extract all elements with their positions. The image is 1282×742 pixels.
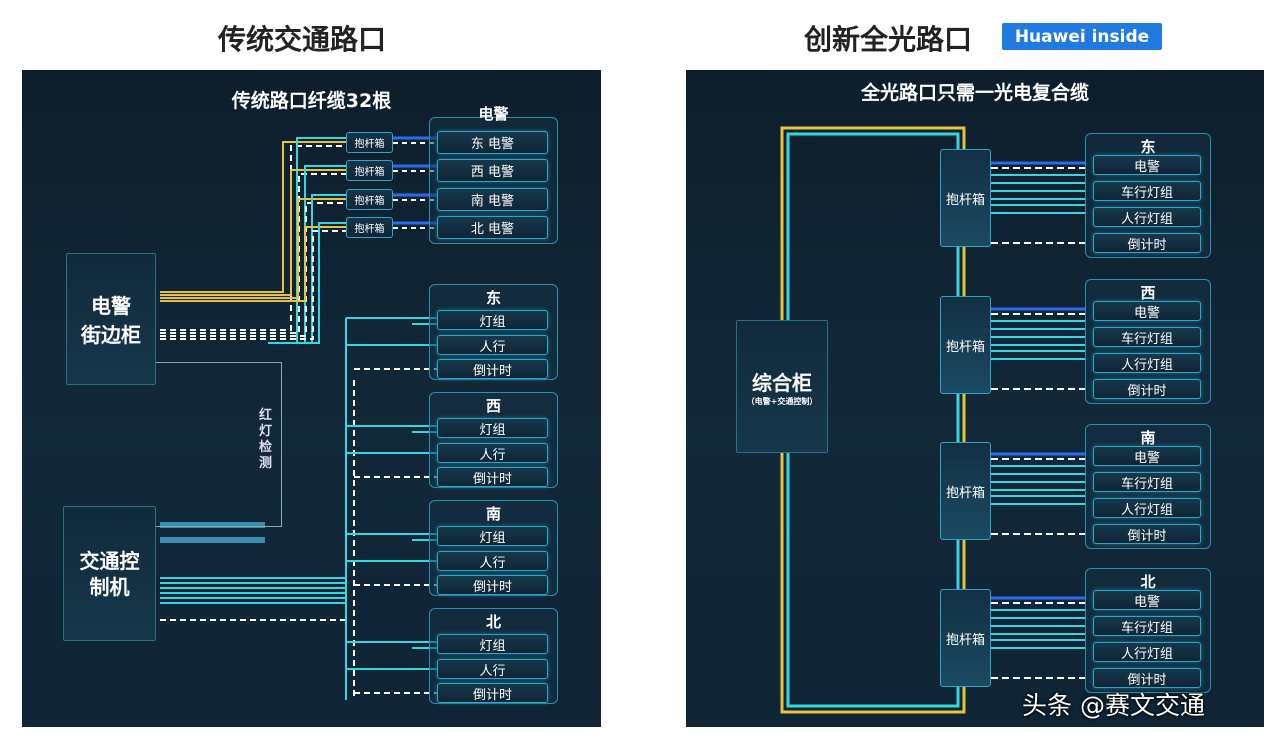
direction-item: 灯组 [437, 634, 548, 654]
police-item: 东 电警 [437, 131, 548, 154]
direction-item: 倒计时 [1093, 233, 1201, 253]
controller-label: 交通控制机 [79, 548, 140, 599]
direction-title: 北 [1140, 573, 1156, 591]
direction-item: 电警 [1093, 446, 1201, 466]
direction-item: 人行 [437, 443, 548, 463]
integrated-cabinet: 综合柜 （电警+交通控制） [736, 320, 828, 453]
direction-item: 倒计时 [1093, 524, 1201, 544]
direction-item: 人行灯组 [1093, 498, 1201, 518]
cyan-composite-cable [786, 132, 960, 708]
pole-box: 抱杆箱 [940, 442, 991, 540]
direction-item: 倒计时 [1093, 379, 1201, 399]
direction-item: 电警 [1093, 590, 1201, 610]
direction-item: 倒计时 [1093, 668, 1201, 688]
yellow-composite-cable [780, 126, 966, 714]
yellow-cable [160, 169, 346, 296]
direction-item: 灯组 [437, 418, 548, 438]
huawei-badge: Huawei inside [1002, 23, 1162, 50]
direction-item: 电警 [1093, 301, 1201, 321]
right-title: 创新全光路口 [804, 23, 973, 56]
direction-item: 人行灯组 [1093, 207, 1201, 227]
direction-title: 北 [485, 613, 501, 631]
pole-box: 抱杆箱 [346, 217, 393, 238]
cyan-cable [268, 222, 346, 344]
direction-item: 车行灯组 [1093, 616, 1201, 636]
white-dashed-cable [160, 173, 346, 334]
red-light-detect-line [156, 362, 282, 527]
cabinet-note: （电警+交通控制） [746, 396, 818, 406]
direction-item: 车行灯组 [1093, 472, 1201, 492]
direction-item: 人行灯组 [1093, 642, 1201, 662]
direction-title: 东 [485, 289, 501, 307]
cabinet-title: 综合柜 [752, 370, 812, 395]
direction-item: 车行灯组 [1093, 181, 1201, 201]
direction-item: 倒计时 [437, 359, 548, 379]
direction-title: 西 [485, 397, 501, 415]
pole-box: 抱杆箱 [940, 296, 991, 394]
pole-box: 抱杆箱 [940, 149, 991, 247]
pole-box: 抱杆箱 [346, 132, 393, 153]
pole-box: 抱杆箱 [346, 189, 393, 210]
pole-box: 抱杆箱 [940, 589, 991, 687]
direction-item: 人行 [437, 335, 548, 355]
police-item: 西 电警 [437, 159, 548, 182]
direction-item: 人行 [437, 659, 548, 679]
traffic-controller: 交通控制机 [63, 506, 156, 641]
right-subtitle: 全光路口只需一光电复合缆 [860, 82, 1089, 104]
direction-item: 人行灯组 [1093, 353, 1201, 373]
direction-item: 人行 [437, 551, 548, 571]
direction-item: 灯组 [437, 526, 548, 546]
direction-title: 南 [1140, 429, 1156, 447]
direction-item: 电警 [1093, 155, 1201, 175]
police-item: 南 电警 [437, 188, 548, 211]
direction-title: 南 [485, 505, 501, 523]
cabinet-label-1: 电警 [91, 294, 131, 318]
pole-box: 抱杆箱 [346, 160, 393, 181]
cabinet-label-2: 街边柜 [81, 323, 141, 347]
yellow-cable [160, 141, 346, 293]
direction-item: 倒计时 [437, 575, 548, 595]
police-item: 北 电警 [437, 216, 548, 239]
red-light-detect-label: 红灯检测 [259, 408, 273, 471]
direction-title: 西 [1140, 284, 1156, 302]
direction-item: 车行灯组 [1093, 327, 1201, 347]
police-street-cabinet: 电警 街边柜 [66, 253, 156, 385]
yellow-cable [160, 198, 346, 299]
direction-item: 灯组 [437, 310, 548, 330]
direction-title: 东 [1140, 138, 1156, 156]
direction-item: 倒计时 [437, 467, 548, 487]
direction-item: 倒计时 [437, 683, 548, 703]
left-title: 传统交通路口 [218, 23, 387, 56]
watermark: 头条 @赛文交通 [1022, 691, 1205, 720]
yellow-cable [160, 226, 346, 302]
left-subtitle: 传统路口纤缆32根 [231, 90, 392, 112]
police-group-title: 电警 [478, 105, 509, 123]
